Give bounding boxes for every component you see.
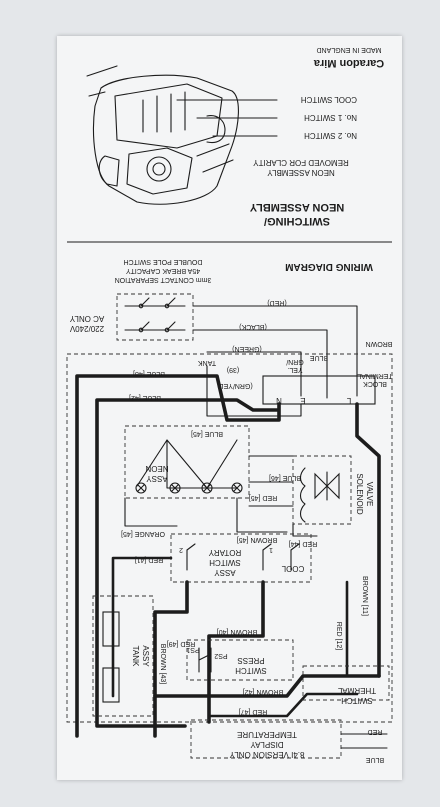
temp-display-label2: DISPLAY <box>250 740 284 749</box>
label-grn: GRN/ <box>286 358 304 365</box>
isolator-switch: 220/240V AC ONLY <box>69 293 194 341</box>
supply-line2: AC ONLY <box>69 314 104 323</box>
brown-43-label: BROWN [43] <box>159 644 166 685</box>
switch-number-2: 2 <box>179 546 183 553</box>
solenoid-label1: SOLENOID <box>355 473 364 515</box>
thermal-switch: THERMAL SWITCH <box>302 665 390 705</box>
ps2-label: PS2 <box>214 652 227 659</box>
isolator-line3: 3mm CONTACT SEPARATION <box>115 276 212 283</box>
tank-assy-label1: TANK <box>131 646 140 667</box>
blue-46-label: BLUE [46] <box>269 474 301 481</box>
neon-section-title-2: NEON ASSEMBLY <box>249 201 344 213</box>
terminal-l: L <box>346 396 351 405</box>
orange-45-label: ORANGE [45] <box>121 530 165 537</box>
terminal-e: E <box>300 396 305 405</box>
isolator-line2: 45A BREAK CAPACITY <box>126 267 201 274</box>
no2-switch-label: No. 2 SWITCH <box>304 131 357 140</box>
appliance-enclosure <box>66 353 393 723</box>
tank-earth-label: TANK <box>198 359 216 366</box>
label-black-supply: (BLACK) <box>239 323 267 330</box>
temp-display-label1: TEMPERATURE <box>237 730 297 739</box>
red-small-label: RED <box>368 728 383 735</box>
cool-switch-label: COOL SWITCH <box>301 95 357 104</box>
wire-39-label: (39) <box>227 366 239 373</box>
temp-display-label3: 8.4I VERSION ONLY <box>229 750 305 759</box>
wiring-diagram-title: WIRING DIAGRAM <box>285 261 373 272</box>
switch-number-1: 1 <box>269 546 273 553</box>
label-red-supply: (RED) <box>267 299 286 306</box>
red-41-label: RED [41] <box>135 556 163 563</box>
brand-logo: Caradon Mira <box>313 57 384 69</box>
thermal-label1: THERMAL <box>337 686 376 695</box>
terminal-n: N <box>276 396 282 405</box>
blue-48-label: BLUE [48] <box>133 370 165 377</box>
red-45-label: RED [45] <box>249 494 277 501</box>
heater-wires: RED [49] BROWN [40] BROWN [43] <box>111 556 265 738</box>
solenoid-valve: SOLENOID VALVE BLUE [46] RED [45] <box>249 455 374 525</box>
rotary-switch-assembly: ROTARY SWITCH ASSY COOL 2 1 RED [41] <box>135 533 312 583</box>
neon-note-line2: REMOVED FOR CLARITY <box>253 158 349 167</box>
control-wires: RED [44] ORANGE [45] BROWN [45] <box>121 455 318 547</box>
brown-40-label: BROWN [40] <box>217 628 258 635</box>
label-yel: YEL. <box>287 366 302 373</box>
neutral-wires: BLUE [48] BLUE [42] <box>75 370 281 738</box>
rotary-label1: ROTARY <box>208 548 241 557</box>
made-in-label: MADE IN ENGLAND <box>317 46 382 53</box>
neon-note-line1: NEON ASSEMBLY <box>267 168 335 177</box>
neon-section-title-1: SWITCHING/ <box>264 215 330 227</box>
red-49-label: RED [49] <box>167 640 195 647</box>
blue-45-label: BLUE [45] <box>191 430 223 437</box>
label-green-supply: (GREEN) <box>232 345 262 352</box>
instruction-card: Caradon Mira MADE IN ENGLAND COOL SWITCH… <box>57 36 402 780</box>
switch-callouts: COOL SWITCH No. 1 SWITCH No. 2 SWITCH NE… <box>176 95 357 227</box>
neon-assembly: NEON ASSY BLUE [45] <box>124 425 250 499</box>
cool-label: COOL <box>281 564 304 573</box>
solenoid-label2: VALVE <box>365 482 374 507</box>
no1-switch-label: No. 1 SWITCH <box>304 113 357 122</box>
label-blue-supply: BLUE <box>310 354 329 361</box>
brown-11-label: BROWN [11] <box>361 576 368 616</box>
ps1-label: PS1 <box>186 646 199 653</box>
pressure-switch: PS1 PS2 PRESS SWITCH <box>186 639 294 681</box>
tank-assy-label2: ASSY <box>141 645 150 667</box>
thermal-wiring: BROWN [42] RED [47] <box>153 674 381 718</box>
temperature-display: TEMPERATURE DISPLAY 8.4I VERSION ONLY RE… <box>190 719 388 763</box>
live-wires: BROWN [11] <box>355 402 381 678</box>
red-47-label: RED [47] <box>239 708 267 715</box>
switching-assembly-illustration <box>86 65 239 205</box>
blue-42-label: BLUE [42] <box>129 394 161 401</box>
red-44-label: RED [44] <box>289 540 317 547</box>
supply-wires: (RED) (BLACK) (GREEN) BLUE BROWN GRN/ YE… <box>192 299 393 399</box>
press-switch-label2: SWITCH <box>235 666 267 675</box>
thermal-label2: SWITCH <box>341 696 373 705</box>
neon-assy-label1: NEON <box>145 464 168 473</box>
tank-assembly: TANK ASSY <box>92 595 154 717</box>
label-brown-supply: BROWN <box>366 340 393 347</box>
terminal-block: N E L TERMINAL BLOCK TANK (GRN/YEL) (39) <box>198 359 393 405</box>
brown-42-label: BROWN [42] <box>243 688 284 695</box>
header-area: Caradon Mira MADE IN ENGLAND <box>313 46 384 69</box>
neon-assy-label2: ASSY <box>146 474 168 483</box>
terminal-block-label2: BLOCK <box>363 380 387 387</box>
wiring-diagram: Caradon Mira MADE IN ENGLAND COOL SWITCH… <box>66 46 393 763</box>
supply-line1: 220/240V <box>69 324 104 333</box>
grn-yel-label: (GRN/YEL) <box>217 382 252 389</box>
brown-45-label: BROWN [45] <box>237 536 278 543</box>
blue-small-label: BLUE <box>366 756 385 763</box>
rotary-label3: ASSY <box>214 568 236 577</box>
rotary-label2: SWITCH <box>209 558 241 567</box>
isolator-line1: DOUBLE POLE SWITCH <box>124 258 203 265</box>
earth-wire <box>206 365 302 417</box>
press-switch-label1: PRESS <box>237 656 264 665</box>
terminal-block-label1: TERMINAL <box>357 372 393 379</box>
red-12-label: RED [12] <box>335 622 342 650</box>
